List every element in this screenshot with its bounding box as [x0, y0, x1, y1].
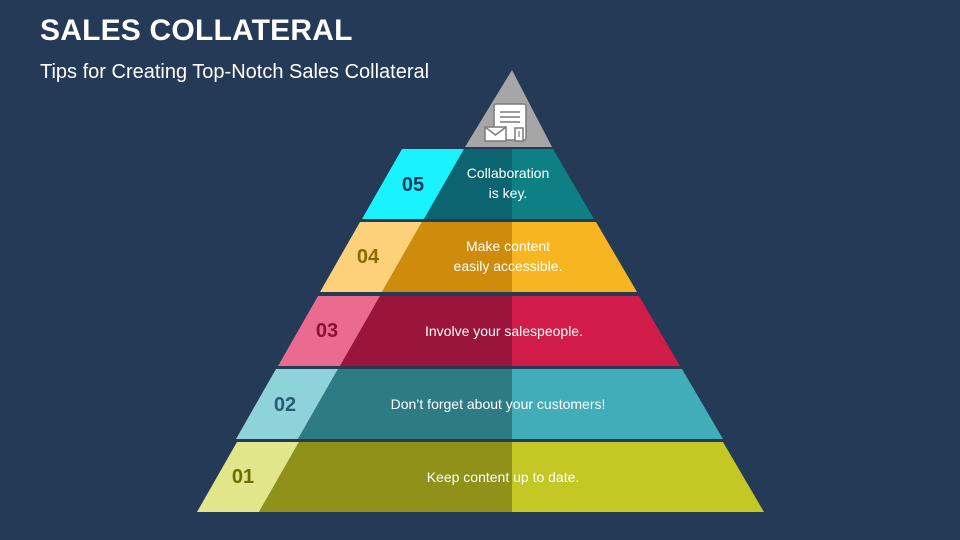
pyramid-top — [465, 70, 552, 147]
tier-05-number: 05 — [402, 174, 424, 196]
tier-03-number: 03 — [316, 320, 338, 342]
tier-04-tab — [320, 222, 422, 292]
tier-02: 02 Don’t forget about your customers! — [236, 369, 723, 439]
page-title: SALES COLLATERAL — [40, 14, 353, 47]
tier-04-number: 04 — [357, 246, 380, 268]
tier-03-tab — [278, 296, 380, 366]
tier-04-text-line-1: Make content — [466, 238, 550, 254]
tier-05-dark-band — [424, 149, 512, 219]
tier-03-dark-band — [340, 296, 512, 366]
tier-02-tab — [236, 369, 338, 439]
tier-01-light-band — [512, 442, 764, 512]
tier-02-dark-band — [298, 369, 512, 439]
tier-03: 03 Involve your salespeople. — [278, 296, 680, 366]
tier-01: 01 Keep content up to date. — [197, 442, 764, 512]
tier-01-number: 01 — [232, 466, 254, 488]
tier-03-light-band — [512, 296, 680, 366]
document-envelope-icon — [484, 103, 527, 142]
tier-05-light-band — [512, 149, 594, 219]
tier-05: 05 Collaboration is key. — [362, 149, 594, 219]
tier-04-text-line-2: easily accessible. — [454, 258, 563, 274]
tier-05-text-line-2: is key. — [489, 185, 528, 201]
tier-02-light-band — [512, 369, 723, 439]
tier-01-dark-band — [259, 442, 512, 512]
tier-03-text-line-1: Involve your salespeople. — [425, 323, 583, 339]
page-subtitle: Tips for Creating Top-Notch Sales Collat… — [40, 61, 430, 83]
tier-04-light-band — [512, 222, 637, 292]
tier-05-text-line-1: Collaboration — [467, 165, 550, 181]
tier-01-text-line-1: Keep content up to date. — [427, 469, 580, 485]
tier-04-dark-band — [382, 222, 512, 292]
tier-04: 04 Make content easily accessible. — [320, 222, 637, 292]
tier-02-number: 02 — [274, 394, 296, 416]
tier-05-tab — [362, 149, 464, 219]
tier-02-text-line-1: Don’t forget about your customers! — [391, 396, 606, 412]
tier-01-tab — [197, 442, 299, 512]
